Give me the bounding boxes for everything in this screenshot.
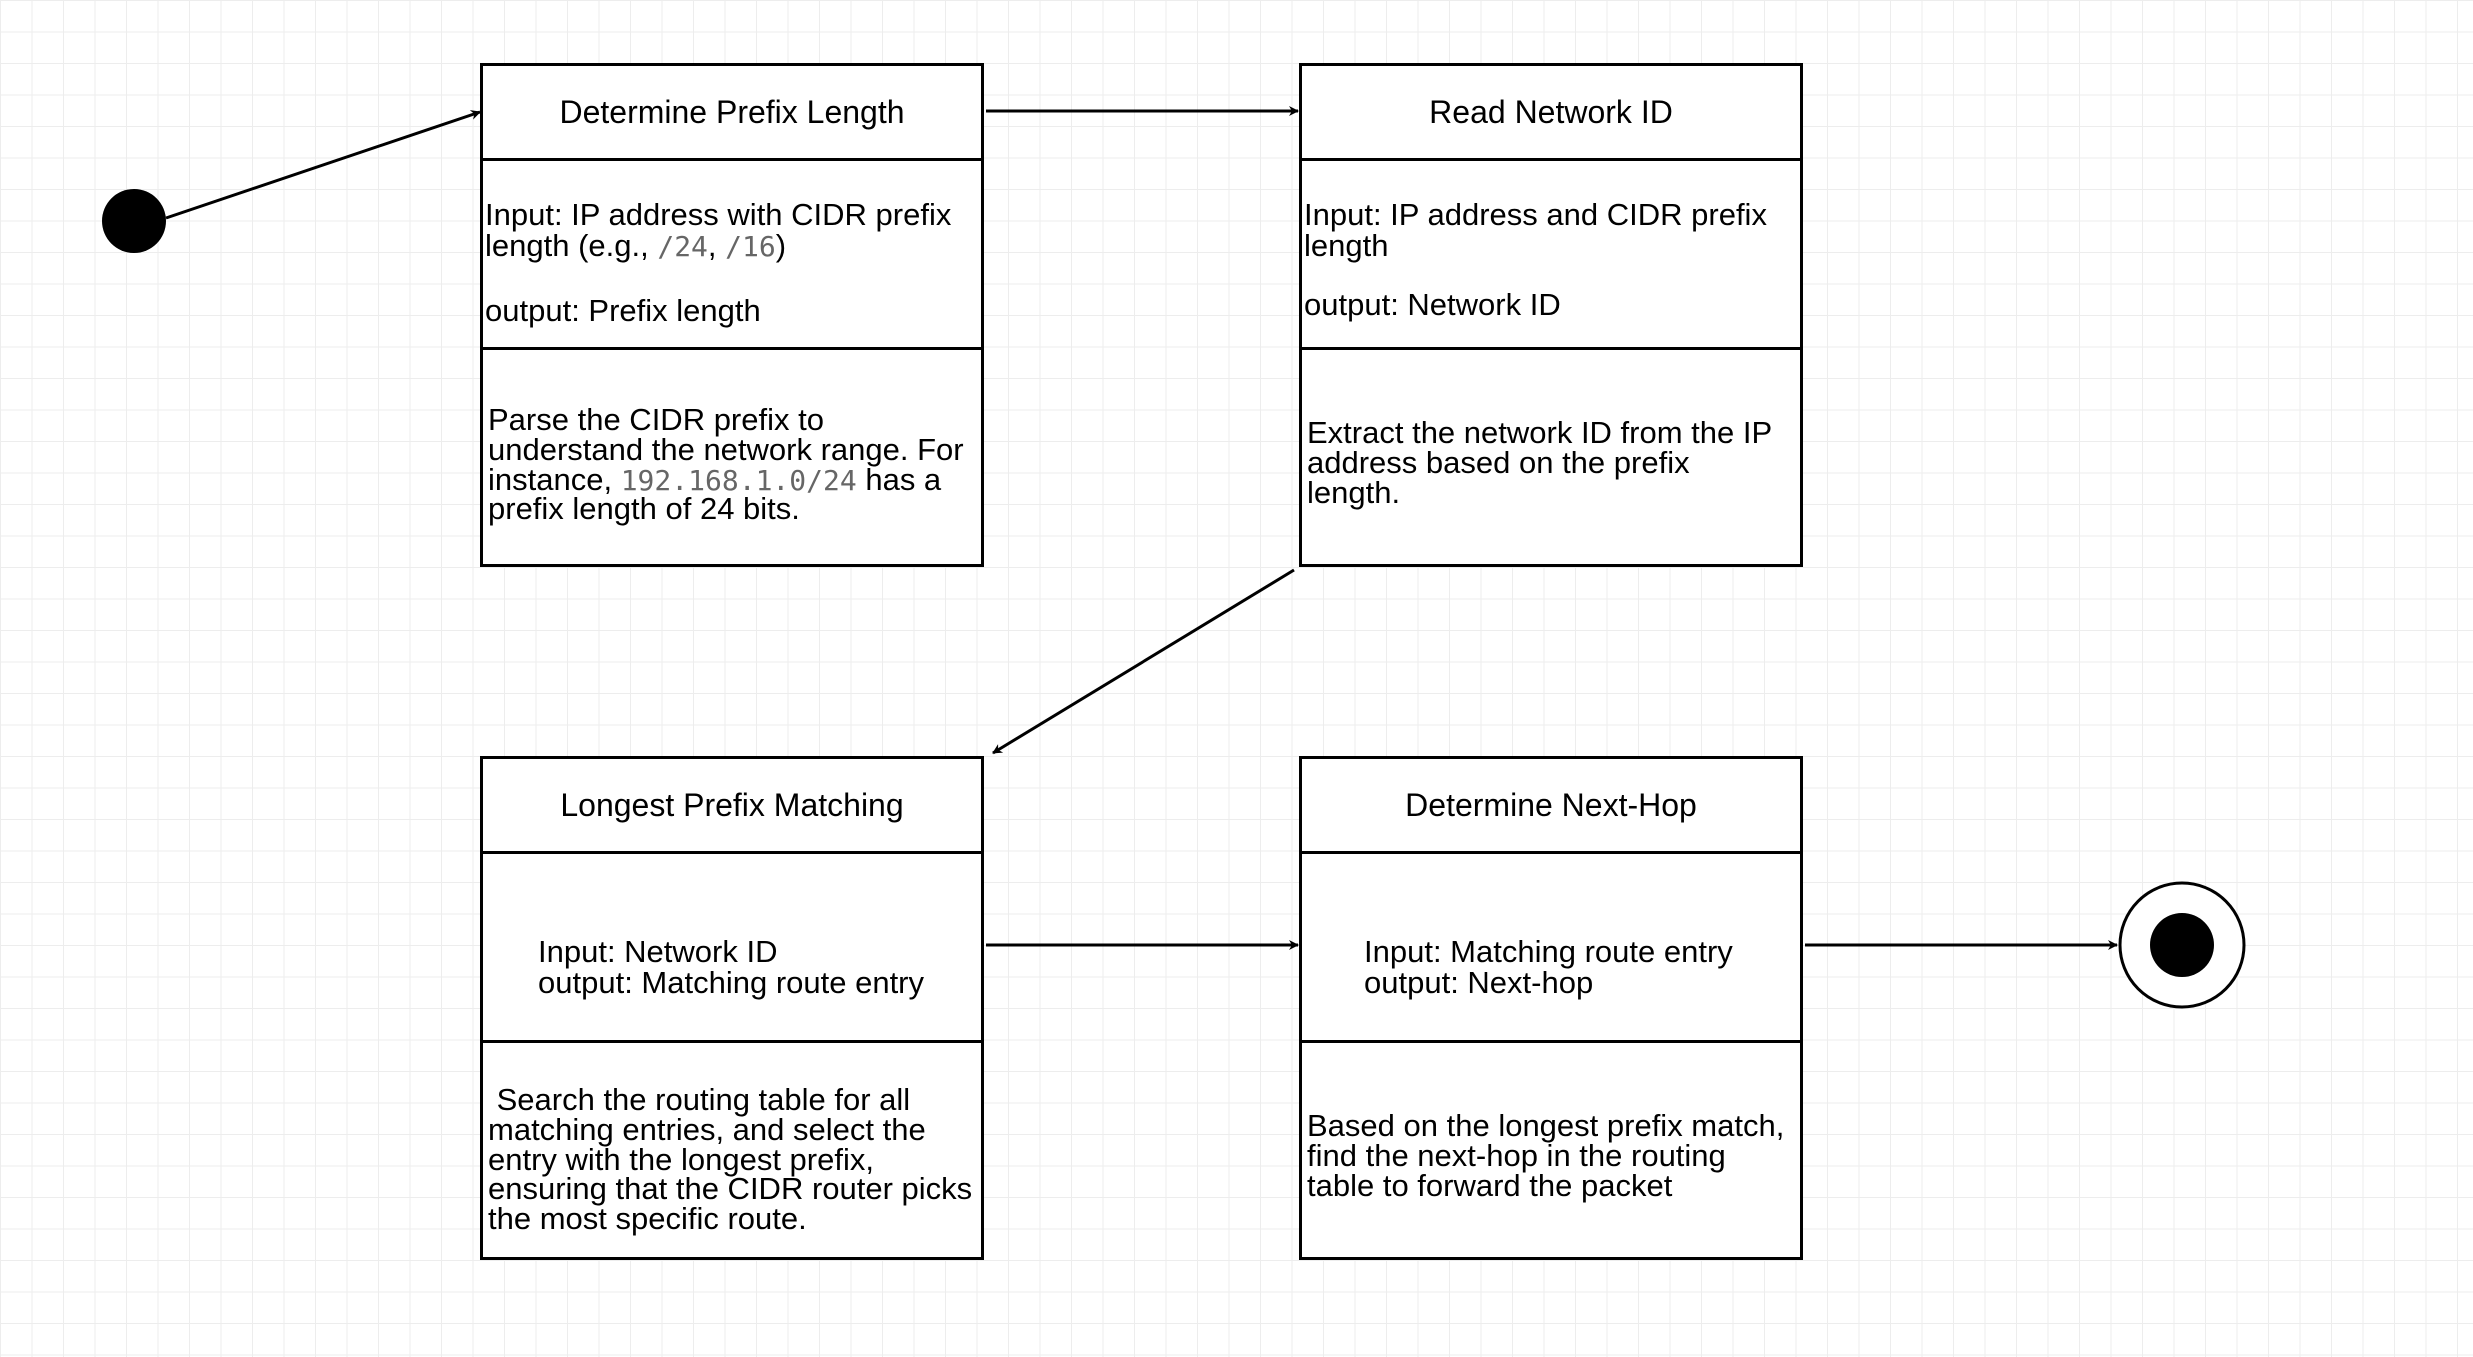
state-read-network-id[interactable]: Read Network ID Input: IP address and CI…	[1299, 63, 1803, 567]
final-state-node[interactable]	[2118, 881, 2246, 1009]
state-io-section: Input: Network ID output: Matching route…	[483, 854, 981, 1043]
input-text-line: Input: IP address with CIDR prefix	[485, 197, 952, 232]
state-description: Parse the CIDR prefix to understand the …	[488, 402, 964, 527]
input-text-line: Input: IP address and CIDR prefix	[1304, 197, 1767, 232]
state-determine-prefix-length[interactable]: Determine Prefix Length Input: IP addres…	[480, 63, 984, 567]
state-longest-prefix-matching[interactable]: Longest Prefix Matching Input: Network I…	[480, 756, 984, 1260]
state-io-section: Input: IP address with CIDR prefix lengt…	[483, 161, 981, 350]
code-snippet: 192.168.1.0/24	[620, 463, 857, 497]
state-description: Based on the longest prefix match, find …	[1307, 1108, 1785, 1203]
code-snippet: /24	[657, 230, 708, 263]
input-text-line: length	[1304, 228, 1389, 263]
state-description: Extract the network ID from the IP addre…	[1307, 415, 1773, 510]
input-text: Input: Matching route entry	[1364, 934, 1733, 969]
state-description: Search the routing table for all matchin…	[488, 1082, 973, 1236]
transition-network-to-longest	[992, 568, 1295, 755]
state-title: Read Network ID	[1302, 66, 1800, 161]
transition-start-to-prefix	[165, 110, 481, 220]
initial-state-node[interactable]	[102, 189, 166, 253]
output-text: output: Prefix length	[485, 293, 761, 328]
output-text: output: Network ID	[1304, 287, 1561, 322]
state-title: Determine Prefix Length	[483, 66, 981, 161]
output-text: output: Matching route entry	[538, 965, 925, 1000]
input-text: Input: Network ID	[538, 934, 778, 969]
code-snippet: /16	[725, 230, 776, 263]
state-determine-next-hop[interactable]: Determine Next-Hop Input: Matching route…	[1299, 756, 1803, 1260]
input-text-line: length (e.g., /24, /16)	[485, 228, 787, 263]
output-text: output: Next-hop	[1364, 965, 1594, 1000]
state-io-section: Input: Matching route entry output: Next…	[1302, 854, 1800, 1043]
state-title: Longest Prefix Matching	[483, 759, 981, 854]
state-io-section: Input: IP address and CIDR prefix length…	[1302, 161, 1800, 350]
state-title: Determine Next-Hop	[1302, 759, 1800, 854]
